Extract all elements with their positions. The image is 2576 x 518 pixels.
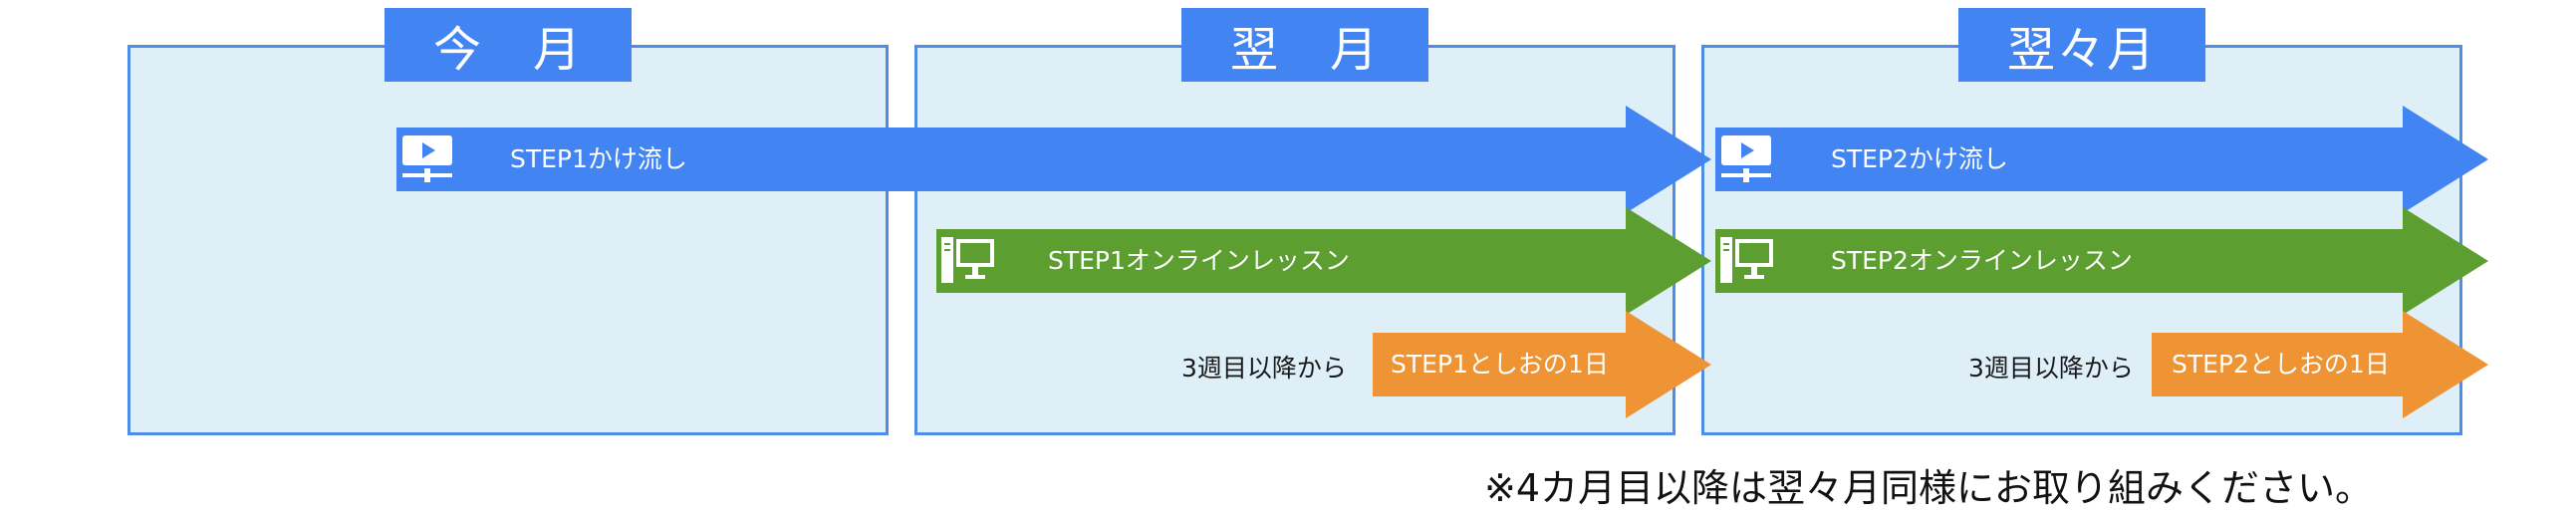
from-week3-label-next-month: 3週目以降から <box>1181 354 1347 383</box>
footnote: ※4カ月目以降は翌々月同様にお取り組みください。 <box>1484 466 2374 510</box>
month-tab-month-after-next: 翌々月 <box>1958 8 2205 82</box>
desktop-computer-icon <box>1720 237 1773 283</box>
step2-online-label: STEP2オンラインレッスン <box>1831 246 2133 275</box>
from-week3-label-month-after-next: 3週目以降から <box>1968 354 2134 383</box>
month-tab-next-month: 翌 月 <box>1181 8 1428 82</box>
month-tab-this-month: 今 月 <box>385 8 632 82</box>
video-player-icon <box>402 135 452 182</box>
step2-day-label: STEP2としおの1日 <box>2172 350 2390 379</box>
panel-this-month <box>128 45 889 435</box>
step2-stream-label: STEP2かけ流し <box>1831 144 2008 173</box>
step1-stream-label: STEP1かけ流し <box>510 144 687 173</box>
desktop-computer-icon <box>941 237 994 283</box>
step1-day-label: STEP1としおの1日 <box>1391 350 1609 379</box>
video-player-icon <box>1721 135 1771 182</box>
step1-online-label: STEP1オンラインレッスン <box>1048 246 1350 275</box>
